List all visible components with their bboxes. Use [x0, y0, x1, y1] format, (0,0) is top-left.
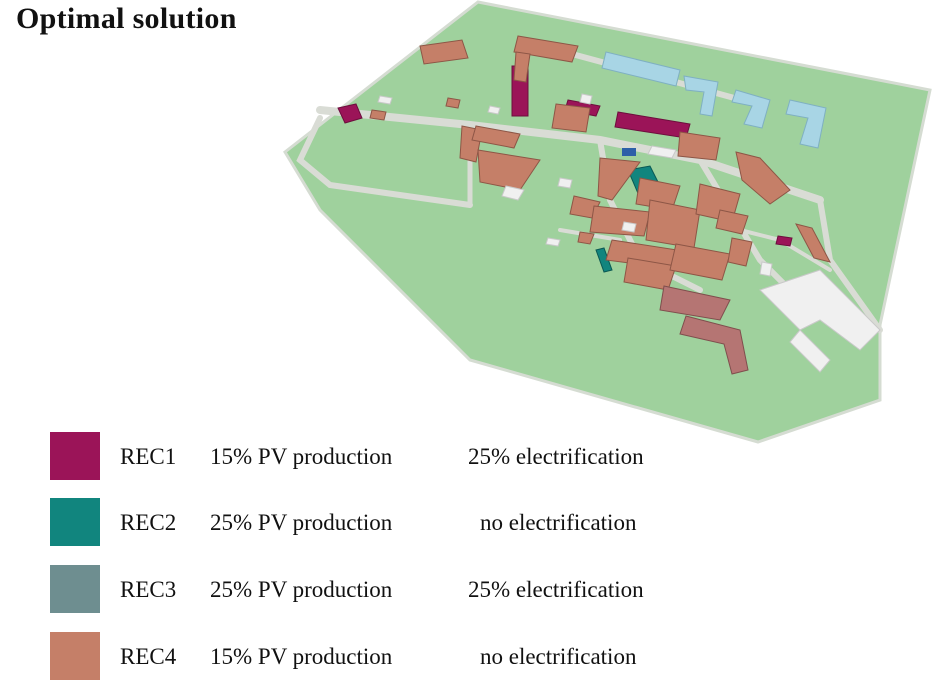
figure-title: Optimal solution	[16, 2, 237, 35]
legend-row-rec3: REC3 25% PV production 25% electrificati…	[50, 565, 910, 613]
legend-pv: 25% PV production	[210, 577, 393, 602]
legend-row-rec2: REC2 25% PV production no electrificatio…	[50, 498, 910, 546]
legend-name: REC1	[120, 444, 177, 469]
legend-name: REC3	[120, 577, 177, 602]
legend-pv: 15% PV production	[210, 444, 393, 469]
unassigned-buildings	[377, 93, 881, 373]
legend-electrification: 25% electrification	[468, 444, 644, 469]
legend-electrification: no electrification	[480, 644, 637, 669]
rec3-buildings	[601, 51, 827, 149]
legend-swatch-rec2	[50, 498, 100, 546]
legend-row-rec1: REC1 15% PV production 25% electrificati…	[50, 432, 910, 480]
legend-name: REC2	[120, 510, 177, 535]
campus-3d-map	[283, 0, 932, 444]
legend-name: REC4	[120, 644, 177, 669]
legend-row-rec4: REC4 15% PV production no electrificatio…	[50, 632, 910, 680]
legend-pv: 25% PV production	[210, 510, 393, 535]
legend-swatch-rec4	[50, 632, 100, 680]
legend-swatch-rec1	[50, 432, 100, 480]
legend-pv: 15% PV production	[210, 644, 393, 669]
legend-swatch-rec3	[50, 565, 100, 613]
legend-electrification: 25% electrification	[468, 577, 644, 602]
small-blue-building	[622, 148, 636, 156]
legend-electrification: no electrification	[480, 510, 637, 535]
rec4-buildings	[369, 35, 831, 291]
rec4-tall-buildings	[659, 285, 749, 375]
